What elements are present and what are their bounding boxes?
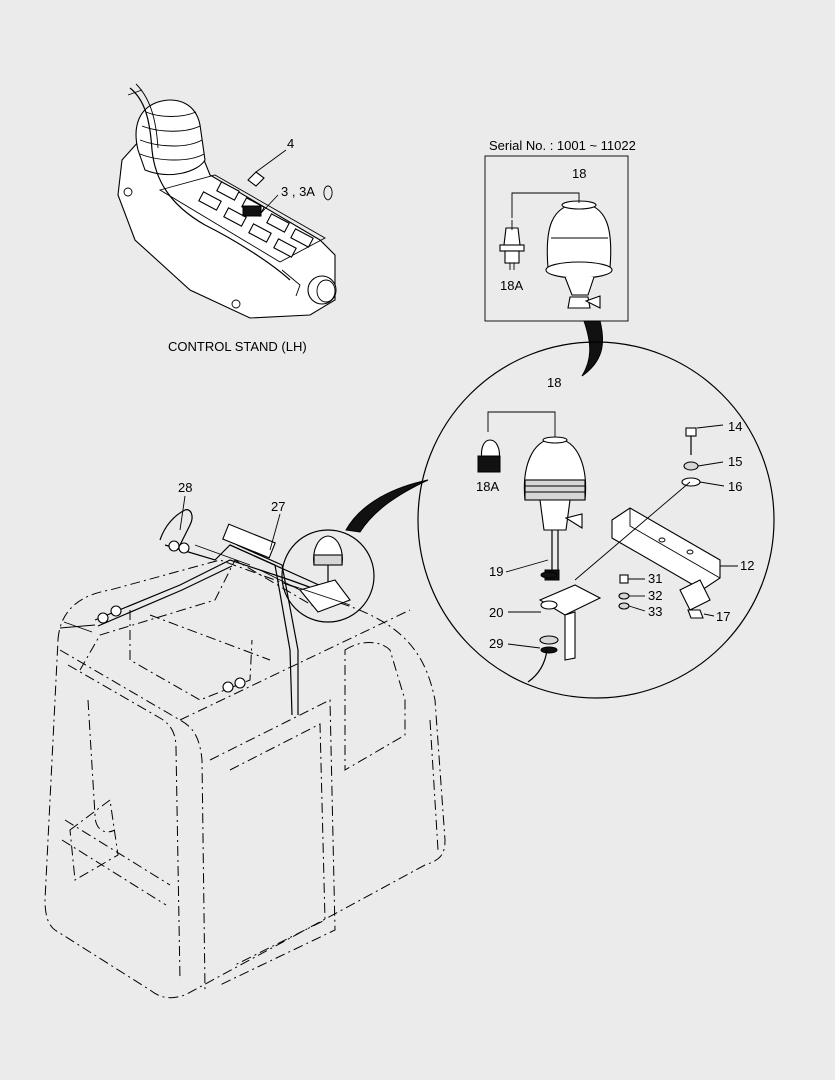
part-label-18a-circle: 18A [476,479,499,494]
serial-variant-box [484,155,629,322]
part-label-12: 12 [740,558,754,573]
callout-arrow-serial [581,320,603,377]
cab-illustration [44,495,446,999]
part-label-3-3a: 3 , 3A [281,184,315,199]
beacon-lamp-detail [477,411,587,581]
callout-arrow-cab [345,479,429,533]
control-stand-illustration [117,83,337,319]
part-label-27: 27 [271,499,285,514]
part-label-28: 28 [178,480,192,495]
part-label-15: 15 [728,454,742,469]
part-label-16: 16 [728,479,742,494]
part-label-18-top: 18 [572,166,586,181]
part-label-29: 29 [489,636,503,651]
control-stand-label: CONTROL STAND (LH) [168,339,307,354]
part-label-31: 31 [648,571,662,586]
part-label-17: 17 [716,609,730,624]
part-label-20: 20 [489,605,503,620]
mounting-bracket-detail [505,424,738,683]
part-label-14: 14 [728,419,742,434]
part-label-4: 4 [287,136,294,151]
part-label-32: 32 [648,588,662,603]
part-label-18a-top: 18A [500,278,523,293]
bulb-illustration [499,192,580,270]
part-label-33: 33 [648,604,662,619]
beacon-lamp-old-illustration [545,200,613,309]
serial-number-label: Serial No. : 1001 ~ 11022 [489,138,636,153]
detail-circle [417,341,775,699]
part-label-19: 19 [489,564,503,579]
part-label-18-circle: 18 [547,375,561,390]
